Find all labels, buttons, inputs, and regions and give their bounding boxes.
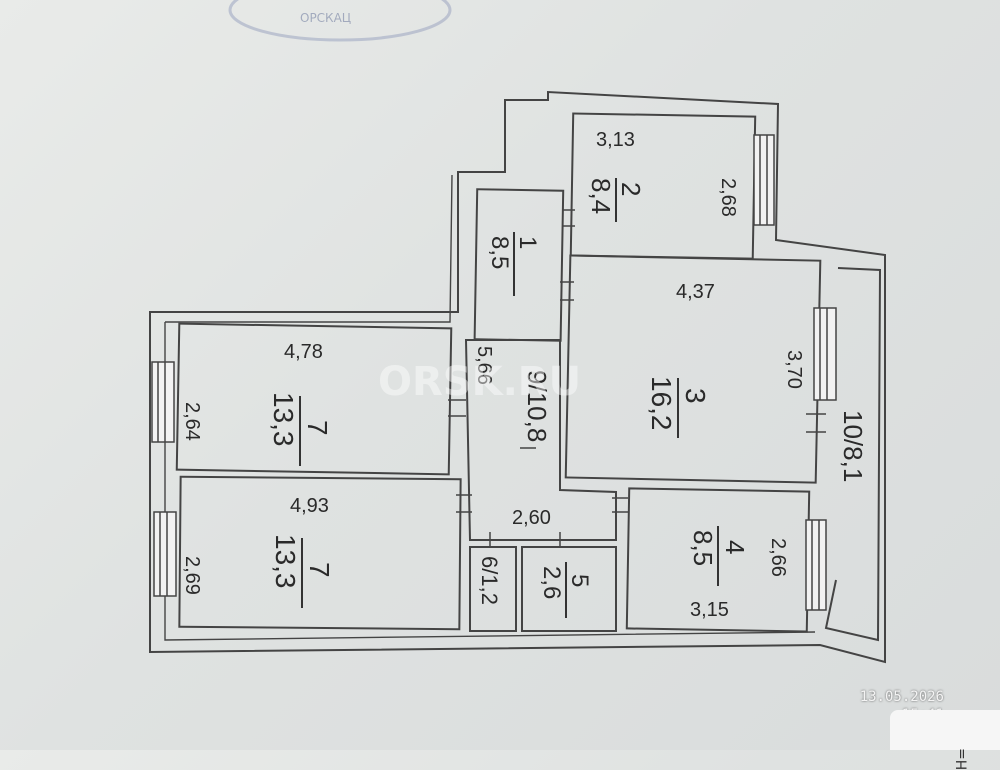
room-8 (175, 322, 453, 476)
room-7-dim-b: 2,69 (181, 556, 203, 595)
room-9-dim: 2,60 (512, 507, 551, 529)
room-4-area: 8,5 (688, 530, 718, 566)
room-5 (521, 546, 617, 632)
room-8-dim-a: 4,78 (284, 341, 323, 363)
room-2-dim-a: 3,13 (596, 129, 635, 151)
room-3-dim-a: 4,37 (676, 281, 715, 303)
room-3-dim-b: 3,70 (783, 350, 805, 389)
room-1-number: 1 (514, 236, 541, 249)
room-4-number: 4 (720, 540, 750, 554)
room-8-dim-b: 2,64 (181, 402, 203, 441)
room-4-dim-a: 2,66 (767, 538, 789, 577)
room-6 (469, 546, 517, 632)
room-7 (178, 475, 462, 631)
room-9-label: 9/10,8 (522, 370, 552, 442)
photo-date: 13.05.2026 (859, 689, 944, 705)
room-5-number: 5 (566, 574, 593, 587)
stamp: ОРСКАЦ (228, 0, 452, 42)
floor-plan: ОРСКАЦ (149, 0, 886, 664)
room-9 (464, 339, 617, 541)
room-3-area: 16,2 (646, 376, 677, 431)
room-4-dim-b: 3,15 (690, 599, 729, 621)
room-7-number: 7 (304, 562, 335, 578)
room-6-label: 6/1,2 (477, 556, 502, 605)
room-8-number: 7 (302, 420, 333, 436)
room-7-area: 13,3 (270, 534, 301, 589)
room-2-number: 2 (616, 182, 646, 196)
room-3-number: 3 (680, 388, 711, 404)
room-5-area: 2,6 (538, 566, 565, 599)
room-10-label: 10/8,1 (838, 410, 868, 482)
room-1-dim: 5,66 (473, 346, 495, 385)
room-1-area: 8,5 (486, 236, 513, 269)
room-8-area: 13,3 (268, 392, 299, 447)
door-marks (448, 209, 826, 548)
watermark: ORSK.RU (378, 359, 581, 405)
room-10 (824, 267, 882, 642)
labels: 2 8,4 3,13 2,68 1 8,5 5,66 3 16,2 4,37 3… (181, 129, 868, 621)
room-2-area: 8,4 (586, 178, 616, 214)
windows (151, 134, 837, 611)
room-2-dim-b: 2,68 (717, 178, 739, 217)
corner-fragment: Н= (890, 710, 1000, 770)
stamp-text: ОРСКАЦ (300, 11, 351, 25)
corner-text: Н= (954, 748, 970, 770)
room-7-dim-a: 4,93 (290, 495, 329, 517)
